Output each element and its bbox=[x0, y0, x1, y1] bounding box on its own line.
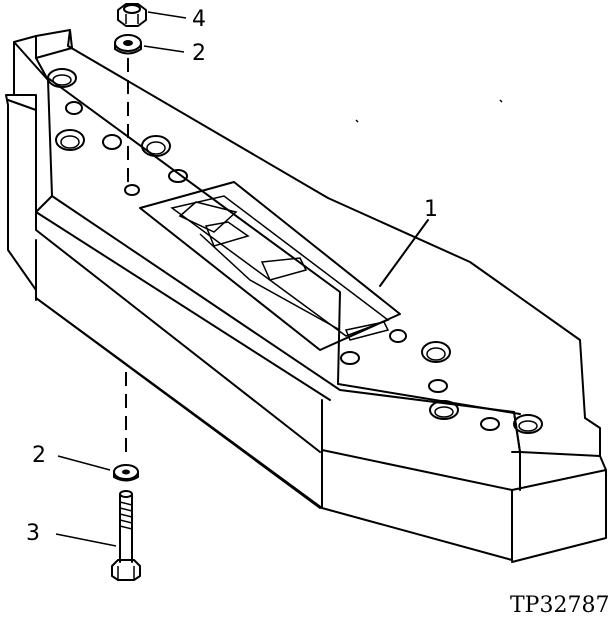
leader-3 bbox=[55, 533, 117, 547]
leader-1 bbox=[379, 219, 429, 287]
callout-2-top: 2 bbox=[192, 41, 206, 66]
leader-2-bottom bbox=[57, 455, 111, 471]
washer-icon-bottom bbox=[113, 464, 139, 482]
leader-4 bbox=[147, 11, 187, 19]
callout-3: 3 bbox=[26, 521, 40, 546]
reference-code: TP32787 bbox=[510, 593, 609, 618]
callout-4-top: 4 bbox=[192, 7, 206, 32]
nut-icon bbox=[117, 3, 147, 27]
leader-2-top bbox=[143, 45, 185, 53]
callout-1: 1 bbox=[424, 197, 438, 222]
washer-icon-top bbox=[114, 34, 142, 55]
callout-2-bottom: 2 bbox=[32, 443, 46, 468]
bolt-icon bbox=[111, 490, 141, 581]
counterweight-part bbox=[5, 29, 607, 563]
